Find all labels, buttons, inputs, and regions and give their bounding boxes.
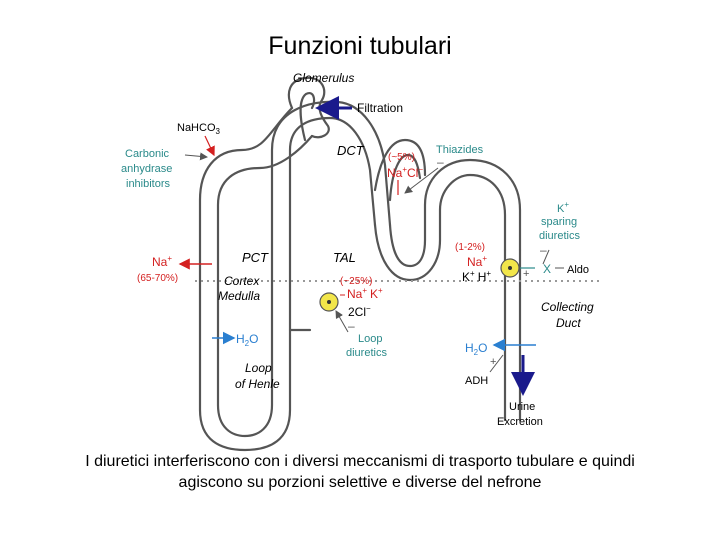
k-sparing-label-3: diuretics	[539, 230, 580, 242]
cd-h2o-label: H2O	[465, 341, 487, 357]
caption: I diuretici interferiscono con i diversi…	[20, 451, 700, 493]
carbonic-arrow	[184, 152, 208, 161]
nahco3-arrow	[204, 135, 215, 157]
aldo-label: Aldo	[567, 264, 589, 276]
adh-line	[489, 354, 504, 373]
cd-pump-center	[508, 266, 512, 270]
dct-percent: (~5%)	[388, 152, 415, 163]
thiazides-label: Thiazides	[436, 144, 484, 156]
k-sparing-label-2: sparing	[541, 216, 577, 228]
loop-diuretics-label-2: diuretics	[346, 347, 387, 359]
cd-na-label: Na+	[467, 254, 487, 269]
cd-k-h-label: K+H+	[462, 269, 491, 284]
carbonic-label-1: Carbonic	[125, 148, 170, 160]
urine-label-2: Excretion	[497, 416, 543, 428]
cd-percent: (1-2%)	[455, 242, 485, 253]
dct-label: DCT	[337, 143, 365, 158]
collecting-duct-label-2: Duct	[556, 316, 581, 330]
tal-na-k-label: Na+K+	[347, 286, 383, 301]
glomerulus-label: Glomerulus	[293, 71, 354, 85]
tal-label: TAL	[333, 250, 356, 265]
cortex-label: Cortex	[224, 274, 260, 288]
filtration-label: Filtration	[357, 101, 403, 115]
loop-h2o-label: H2O	[236, 332, 258, 348]
loop-diuretics-label-1: Loop	[358, 333, 382, 345]
loop-of-henle-label-2: of Henle	[235, 377, 280, 391]
thiazides-minus: –	[437, 155, 444, 169]
loop-of-henle-label-1: Loop	[245, 361, 272, 375]
dct-nacl-label: Na+Cl−	[387, 165, 423, 180]
k-sparing-label-1: K+	[557, 200, 569, 215]
slide-title: Funzioni tubulari	[268, 32, 452, 60]
nahco3-label: NaHCO3	[177, 122, 221, 136]
caption-line-1: I diuretici interferiscono con i diversi…	[85, 453, 635, 470]
tal-pump-center	[327, 300, 331, 304]
carbonic-label-3: inhibitors	[126, 178, 171, 190]
tal-2cl-label: 2Cl−	[348, 304, 371, 319]
adh-plus: +	[490, 356, 496, 368]
cd-x-label: X	[543, 262, 551, 276]
adh-label: ADH	[465, 375, 488, 387]
k-sparing-minus: –	[540, 243, 547, 257]
carbonic-label-2: anhydrase	[121, 163, 172, 175]
pct-label: PCT	[242, 250, 269, 265]
pct-na-label: Na+	[152, 254, 172, 269]
tal-percent: (~25%)	[340, 276, 373, 287]
pct-na-percent: (65-70%)	[137, 273, 178, 284]
loop-diuretics-arrow	[335, 310, 349, 333]
urine-label-1: Urine	[509, 401, 535, 413]
k-sparing-arrow	[542, 249, 550, 265]
caption-line-2: agiscono su porzioni selettive e diverse…	[178, 474, 542, 491]
cd-plus: +	[523, 268, 529, 280]
tal-minus: –	[348, 319, 355, 333]
collecting-duct-label-1: Collecting	[541, 300, 594, 314]
medulla-label: Medulla	[218, 289, 260, 303]
thiazides-arrow	[404, 167, 439, 194]
